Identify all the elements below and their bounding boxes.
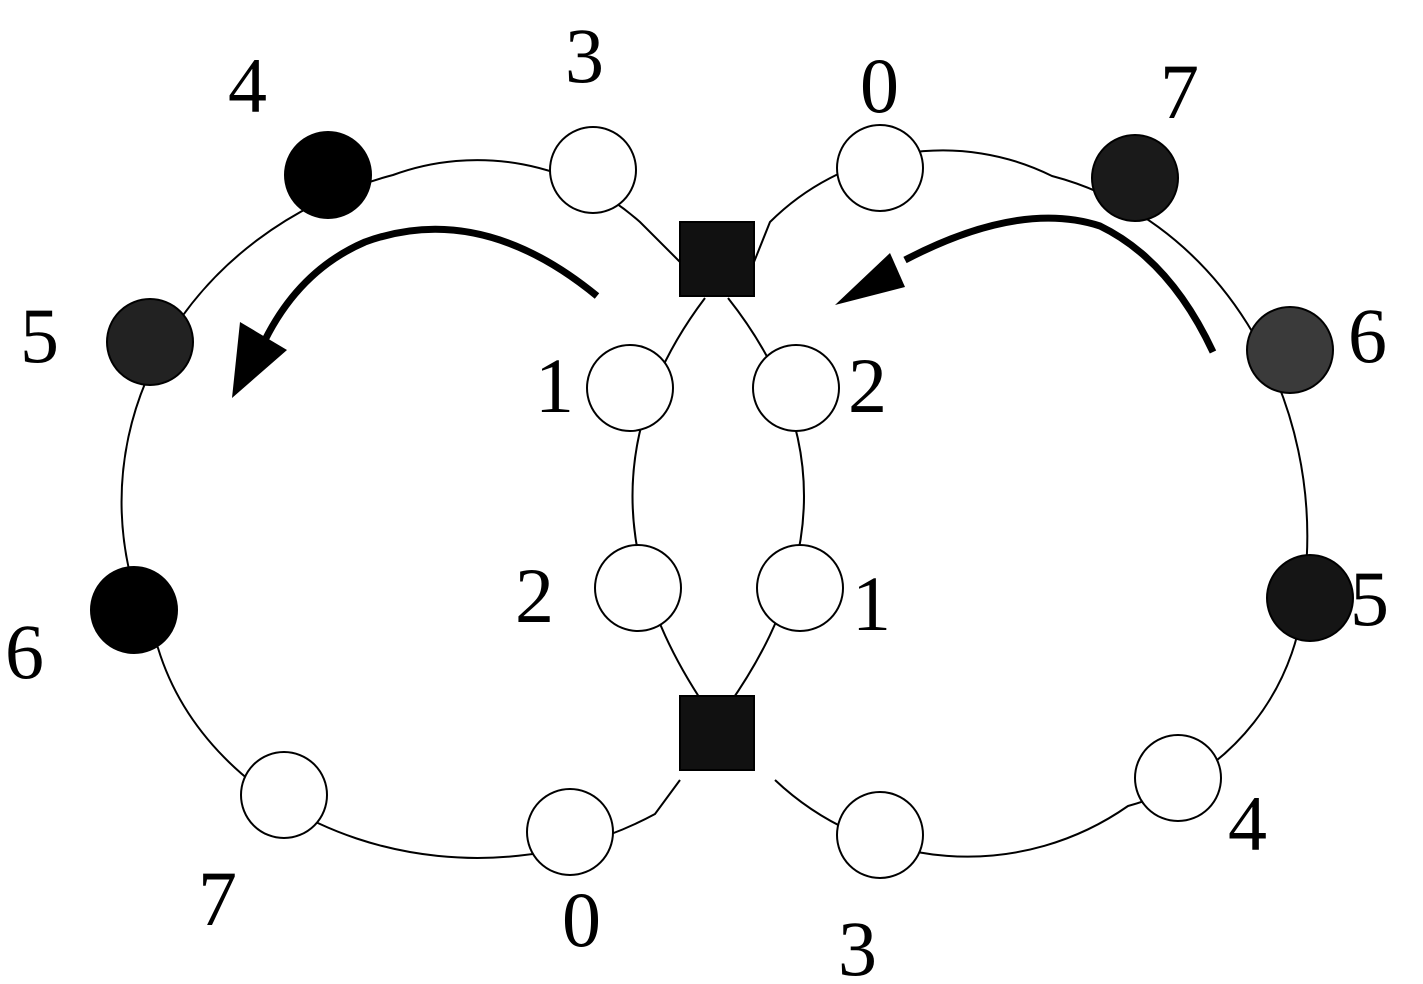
center-node-1-lower	[756, 544, 844, 632]
right-label-5: 5	[1350, 555, 1389, 642]
right-node-7	[1091, 134, 1179, 222]
center-node-1-upper	[586, 344, 674, 432]
left-node-4	[284, 131, 372, 219]
left-node-3	[549, 126, 637, 214]
right-node-6	[1246, 306, 1334, 394]
right-node-4	[1134, 734, 1222, 822]
left-node-5	[106, 298, 194, 386]
center-node-2-lower	[594, 544, 682, 632]
center-label-1-lower: 1	[852, 560, 891, 647]
center-label-1-upper: 1	[535, 342, 574, 429]
right-node-5	[1266, 554, 1354, 642]
right-node-0	[836, 124, 924, 212]
right-label-4: 4	[1228, 780, 1267, 867]
left-node-6	[90, 566, 178, 654]
left-curved-arrow-icon	[261, 225, 600, 342]
left-label-3: 3	[565, 12, 604, 99]
center-left-edge	[631, 297, 706, 707]
right-label-3: 3	[838, 905, 877, 984]
bottom-junction-square	[679, 695, 755, 771]
left-label-7: 7	[198, 855, 237, 942]
right-ring-edge	[753, 149, 1309, 858]
center-right-edge	[727, 297, 805, 707]
right-label-0: 0	[860, 42, 899, 129]
center-label-2-upper: 2	[848, 342, 887, 429]
center-label-2-lower: 2	[515, 552, 554, 639]
left-label-4: 4	[228, 42, 267, 129]
left-label-0: 0	[562, 876, 601, 963]
right-curved-arrow-icon	[903, 214, 1217, 354]
left-node-0	[526, 788, 614, 876]
left-arrow-head-icon	[232, 322, 287, 398]
left-ring-edge	[120, 159, 681, 859]
left-label-5: 5	[20, 292, 59, 379]
center-node-2-upper	[752, 344, 840, 432]
right-label-6: 6	[1348, 292, 1387, 379]
left-node-7	[240, 751, 328, 839]
right-arrow-head-icon	[835, 253, 905, 305]
right-label-7: 7	[1160, 48, 1199, 135]
top-junction-square	[679, 221, 755, 297]
left-label-6: 6	[5, 608, 44, 695]
right-node-3	[836, 791, 924, 879]
